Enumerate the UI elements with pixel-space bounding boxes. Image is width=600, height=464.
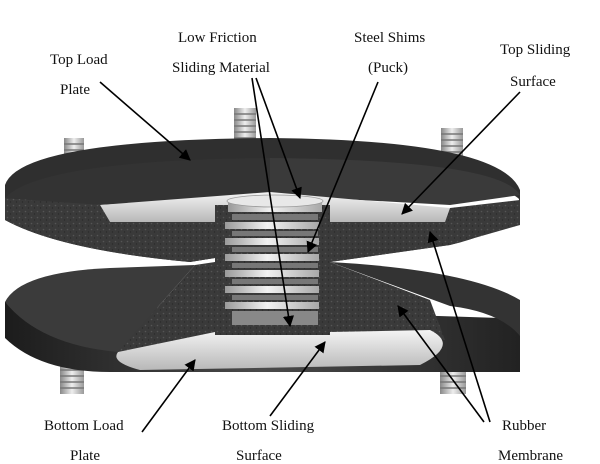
arrow-low-friction-1 bbox=[255, 77, 302, 200]
low-friction-top-cap bbox=[226, 194, 324, 208]
steel-shims bbox=[225, 200, 322, 325]
label-top-sliding-line1: Top Sliding bbox=[500, 42, 571, 58]
label-rubber-membrane-line1: Rubber bbox=[502, 418, 546, 434]
label-rubber-membrane-line2: Membrane bbox=[498, 448, 563, 464]
arrow-top-sliding bbox=[401, 91, 521, 215]
arrow-bottom-load-plate bbox=[141, 359, 196, 433]
label-bottom-sliding-line2: Surface bbox=[236, 448, 282, 464]
label-low-friction-line1: Low Friction bbox=[178, 30, 257, 46]
label-top-load-plate-line1: Top Load bbox=[50, 52, 108, 68]
bottom-load-plate bbox=[5, 262, 520, 372]
label-steel-shims-line1: Steel Shims bbox=[354, 30, 425, 46]
arrow-rubber-2 bbox=[397, 305, 485, 423]
arrow-top-load-plate bbox=[99, 81, 191, 161]
label-top-load-plate-line2: Plate bbox=[60, 82, 90, 98]
callout-arrows bbox=[99, 77, 521, 433]
label-steel-shims: Steel Shims (Puck) bbox=[354, 30, 425, 76]
label-top-load-plate: Top Load Plate bbox=[50, 52, 108, 98]
label-low-friction: Low Friction Sliding Material bbox=[172, 30, 270, 76]
label-top-sliding: Top Sliding Surface bbox=[500, 42, 571, 90]
puck bbox=[215, 194, 330, 335]
label-bottom-sliding-line1: Bottom Sliding bbox=[222, 418, 315, 434]
arrow-rubber-1 bbox=[427, 230, 491, 423]
label-top-sliding-line2: Surface bbox=[510, 74, 556, 90]
arrow-steel-shims bbox=[306, 81, 379, 254]
label-bottom-load-plate: Bottom Load Plate bbox=[44, 418, 124, 464]
label-bottom-sliding: Bottom Sliding Surface bbox=[222, 418, 315, 464]
label-bottom-load-plate-line2: Plate bbox=[70, 448, 100, 464]
label-low-friction-line2: Sliding Material bbox=[172, 60, 270, 76]
arrow-low-friction-2 bbox=[251, 77, 295, 328]
label-rubber-membrane: Rubber Membrane bbox=[498, 418, 563, 464]
arrow-bottom-sliding bbox=[269, 341, 326, 417]
label-steel-shims-line2: (Puck) bbox=[368, 60, 408, 76]
label-bottom-load-plate-line1: Bottom Load bbox=[44, 418, 124, 434]
